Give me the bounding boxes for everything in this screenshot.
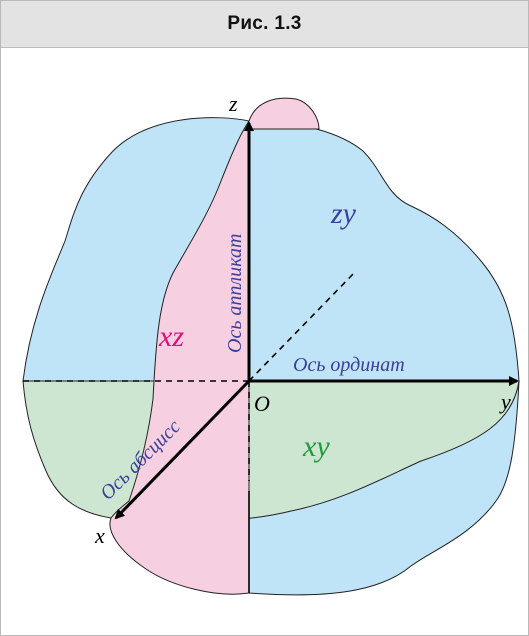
plane-xz-label: xz: [158, 320, 184, 353]
x-axis: [114, 379, 251, 520]
applicate-caption: Ось аппликат: [224, 234, 246, 353]
ordinate-caption: Ось ординат: [293, 354, 405, 376]
origin-letter: O: [254, 391, 270, 416]
dashed-negative-x: [248, 270, 357, 382]
plane-zy: [22, 117, 520, 382]
plane-zy-label: zy: [330, 197, 357, 230]
x-axis-letter: x: [94, 523, 105, 548]
figure-header: Рис. 1.3: [1, 1, 528, 48]
figure-title: Рис. 1.3: [227, 13, 302, 34]
plane-xy-label: xy: [302, 430, 330, 463]
z-axis-letter: z: [228, 91, 238, 116]
y-axis-letter: y: [499, 389, 511, 414]
